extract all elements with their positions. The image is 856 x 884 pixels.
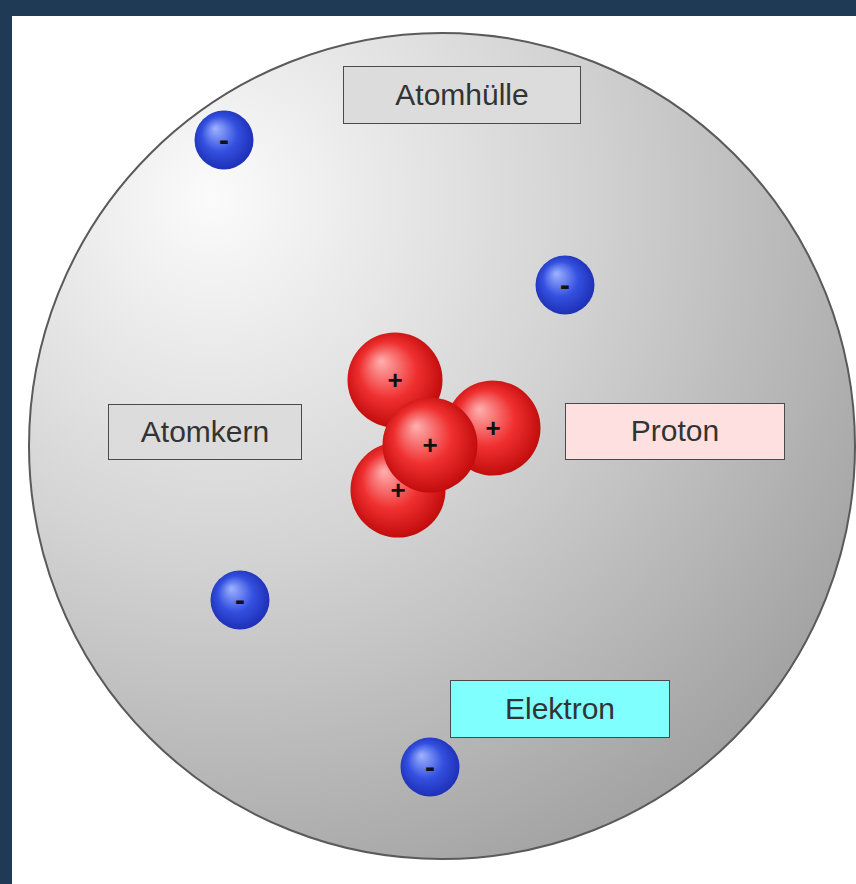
proton-sphere: [351, 443, 446, 538]
part-label: Proton: [631, 416, 719, 446]
charge-sign: -: [219, 125, 229, 155]
frame-band: [0, 0, 12, 884]
charge-sign: -: [560, 270, 570, 300]
label-box: Atomhülle: [343, 66, 581, 124]
frame-band: [0, 0, 856, 16]
electron-sphere: [401, 738, 460, 797]
atom-shell: [29, 33, 855, 859]
charge-sign: +: [422, 432, 437, 458]
charge-sign: +: [387, 367, 402, 393]
electron: -: [210, 570, 270, 630]
label-box: Proton: [565, 403, 785, 460]
electron: -: [194, 110, 254, 170]
part-label: Atomhülle: [395, 80, 528, 110]
part-label: Atomkern: [141, 417, 269, 447]
electron-sphere: [536, 256, 595, 315]
part-label: Elektron: [505, 694, 615, 724]
label-box: Elektron: [450, 680, 670, 738]
proton-sphere: [446, 381, 541, 476]
electron: -: [535, 255, 595, 315]
charge-sign: +: [485, 415, 500, 441]
proton-sphere: [383, 398, 478, 493]
electron-sphere: [195, 111, 254, 170]
electron-sphere: [211, 571, 270, 630]
electron: -: [400, 737, 460, 797]
proton: +: [382, 397, 478, 493]
charge-sign: -: [425, 752, 435, 782]
charge-sign: -: [235, 585, 245, 615]
label-box: Atomkern: [108, 404, 302, 460]
